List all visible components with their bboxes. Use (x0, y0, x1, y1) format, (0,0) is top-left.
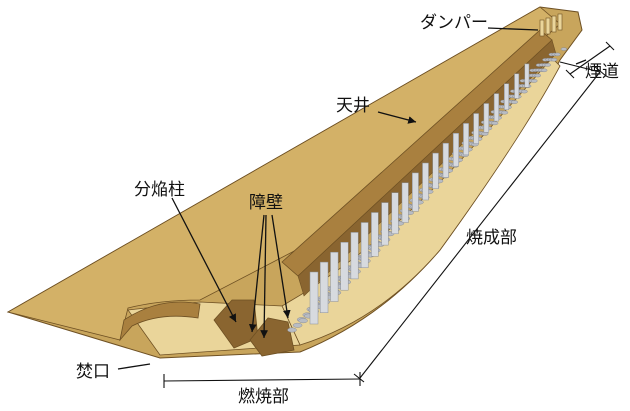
ware-stack (452, 133, 459, 167)
floor-hole (540, 68, 548, 73)
ware-stack (350, 232, 359, 280)
floor-hole (287, 327, 297, 333)
label-combustion-section: 燃焼部 (238, 387, 289, 407)
floor-hole (534, 73, 542, 78)
ware-stack (340, 242, 349, 291)
baffle-wall (249, 317, 295, 357)
ware-stack (514, 73, 520, 99)
ware-stack (360, 222, 369, 268)
label-damper: ダンパー (420, 13, 488, 33)
ware-stack (422, 162, 429, 201)
label-fire-mouth: 焚口 (76, 362, 110, 382)
floor-hole (481, 131, 489, 136)
floor-hole (544, 63, 551, 67)
flame-pillar (213, 299, 259, 349)
ware-stack (401, 182, 409, 223)
floor-hole (491, 121, 499, 126)
dimension-combustion (163, 372, 361, 388)
ware-stack (493, 93, 500, 122)
label-flame-pillar: 分焔柱 (134, 180, 185, 200)
label-ceiling: 天井 (336, 96, 370, 116)
ware-stack (371, 212, 379, 257)
floor-hole (501, 110, 509, 115)
damper-stacks (539, 13, 563, 37)
ware-stack (330, 251, 339, 302)
label-flue: 煙道 (585, 62, 619, 82)
ware-stack (504, 83, 510, 111)
ware-stack (524, 63, 530, 88)
floor-hole (298, 318, 308, 324)
floor-hole (554, 52, 561, 57)
ware-stack (432, 152, 439, 189)
ware-stack (309, 271, 319, 325)
ware-stack (463, 123, 469, 156)
ware-stack (442, 142, 449, 178)
floor-hole (292, 322, 303, 328)
ware-stack (473, 113, 479, 144)
ware-stack (381, 202, 389, 246)
floor-hole (520, 89, 528, 94)
dimension-flue (565, 41, 615, 79)
floor-hole (560, 47, 568, 51)
ware-stack (319, 261, 329, 313)
ware-stack (412, 172, 419, 212)
ware-stacks (309, 63, 530, 325)
floor-hole (530, 79, 538, 83)
leader-lines (117, 27, 587, 370)
ware-stack (391, 192, 399, 235)
fire-mouth-arch (119, 301, 201, 342)
label-baffle-wall: 障壁 (249, 193, 283, 213)
floor-hole (510, 100, 518, 104)
label-firing-section: 焼成部 (466, 228, 517, 248)
ware-stack (483, 103, 490, 133)
floor-hole (550, 57, 558, 62)
